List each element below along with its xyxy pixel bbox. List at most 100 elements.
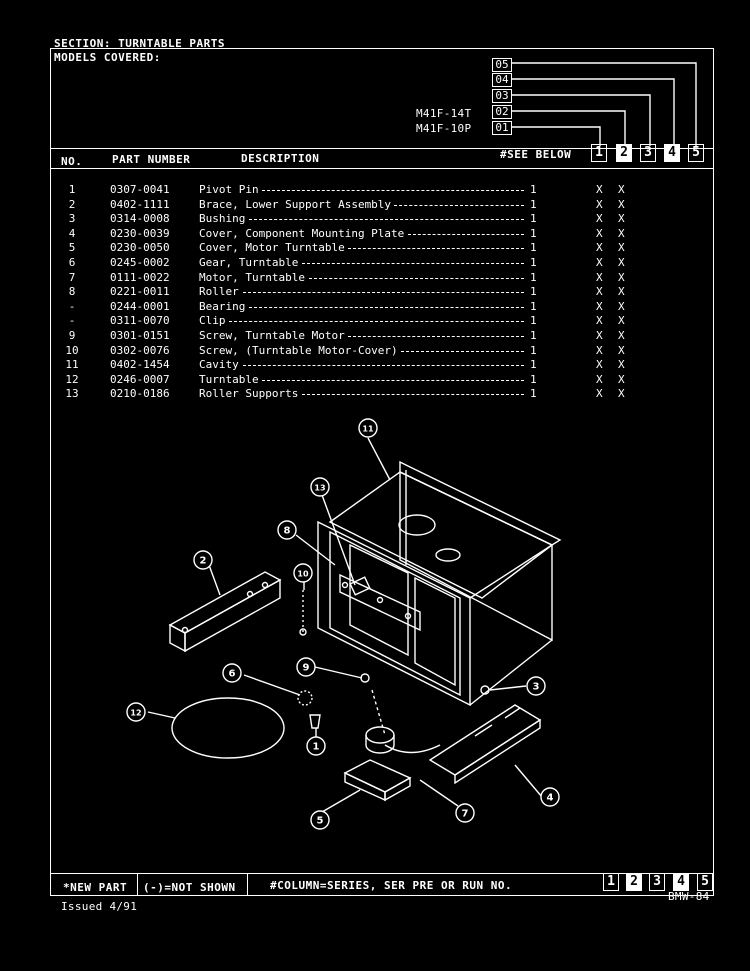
callout-circle-4 <box>540 787 560 807</box>
callout-circle-13 <box>310 477 330 497</box>
part-no: 11 <box>65 358 79 372</box>
callout-label-2: 2 <box>200 556 207 567</box>
series-box-4: 4 <box>664 144 680 162</box>
motor-part <box>365 689 441 754</box>
part-description: Gear, Turntable <box>199 256 299 269</box>
part-qty: 1 <box>530 226 537 240</box>
series-2-mark: X <box>618 241 625 255</box>
part-description: Cover, Motor Turntable <box>199 241 345 255</box>
part-qty: 1 <box>530 270 537 284</box>
part-no: 10 <box>65 343 79 357</box>
callout-label-10: 10 <box>297 570 309 579</box>
callout-circle-3 <box>526 676 546 696</box>
dot-leader <box>348 336 524 337</box>
part-description: Pivot Pin <box>199 183 259 196</box>
callout-label-1: 1 <box>313 742 320 753</box>
part-description: Clip <box>199 314 226 328</box>
part-description: Bearing <box>199 299 246 313</box>
not-shown-legend: (-)=NOT SHOWN <box>143 881 236 894</box>
model-m41f-14t: M41F-14T <box>416 107 472 120</box>
series-2-mark: X <box>618 212 625 226</box>
dot-leader <box>401 350 524 352</box>
header-divider-bottom <box>51 168 713 169</box>
series-1-mark: X <box>596 387 603 401</box>
screw-9-part <box>360 673 370 683</box>
section-title: SECTION: TURNTABLE PARTS <box>54 37 225 50</box>
callout-label-5: 5 <box>317 816 324 827</box>
footer-sep-1 <box>137 873 138 895</box>
dot-leader <box>262 379 524 381</box>
part-number: 0244-0001 <box>110 299 170 313</box>
part-number: 0210-0186 <box>110 387 170 401</box>
part-no: - <box>68 314 76 328</box>
part-number: 0245-0002 <box>110 256 170 269</box>
part-qty: 1 <box>530 314 537 328</box>
part-qty: 1 <box>530 183 537 196</box>
series-1-mark: X <box>596 197 603 211</box>
series-1-mark: X <box>596 343 603 357</box>
part-qty: 1 <box>530 256 537 269</box>
series-1-mark: X <box>596 329 603 342</box>
callout-label-7: 7 <box>462 809 469 820</box>
dot-leader <box>229 321 524 323</box>
part-no: 9 <box>68 329 76 342</box>
callout-circle-1 <box>306 736 326 756</box>
footer-sep-2 <box>247 873 248 895</box>
column-note: #COLUMN=SERIES, SER PRE OR RUN NO. <box>270 879 513 892</box>
dot-leader <box>308 277 524 279</box>
version-code-03: 03 <box>492 89 512 103</box>
callout-circle-8 <box>277 520 297 540</box>
part-number: 0307-0041 <box>110 183 170 196</box>
series-2-mark: X <box>618 270 625 284</box>
footer-series-box-4: 4 <box>673 873 689 891</box>
part-description: Roller Supports <box>199 387 299 401</box>
series-box-2: 2 <box>616 144 632 162</box>
page-code: BMW-84 <box>668 890 710 903</box>
part-number: 0246-0007 <box>110 372 170 386</box>
part-description: Cavity <box>199 358 239 372</box>
footer-series-box-2: 2 <box>626 873 642 891</box>
callout-label-8: 8 <box>284 526 291 537</box>
part-description: Motor, Turntable <box>199 270 305 284</box>
screw-10-part <box>299 628 307 636</box>
footer-series-box-1: 1 <box>603 873 619 891</box>
series-2-mark: X <box>618 299 625 313</box>
gear-part <box>297 690 313 706</box>
cavity-part <box>317 460 562 707</box>
series-2-mark: X <box>618 197 625 211</box>
dot-leader <box>302 263 524 264</box>
part-description: Bushing <box>199 212 246 226</box>
callout-label-12: 12 <box>130 709 141 718</box>
footer-series-box-5: 5 <box>697 873 713 891</box>
version-code-01: 01 <box>492 121 512 135</box>
part-number: 0111-0022 <box>110 270 170 284</box>
roller-support-part <box>349 576 371 596</box>
page-frame <box>50 48 714 896</box>
models-covered-label: MODELS COVERED: <box>54 51 161 64</box>
series-2-mark: X <box>618 256 625 269</box>
series-2-mark: X <box>618 387 625 401</box>
col-part-number: PART NUMBER <box>112 153 191 166</box>
callout-label-4: 4 <box>547 793 554 804</box>
part-qty: 1 <box>530 358 537 372</box>
callout-circle-5 <box>310 810 330 830</box>
part-no: 12 <box>65 372 79 386</box>
callout-circle-7 <box>455 803 475 823</box>
callout-label-9: 9 <box>303 663 310 674</box>
series-1-mark: X <box>596 285 603 299</box>
series-2-mark: X <box>618 372 625 386</box>
series-1-mark: X <box>596 183 603 196</box>
brace-part <box>168 571 282 653</box>
